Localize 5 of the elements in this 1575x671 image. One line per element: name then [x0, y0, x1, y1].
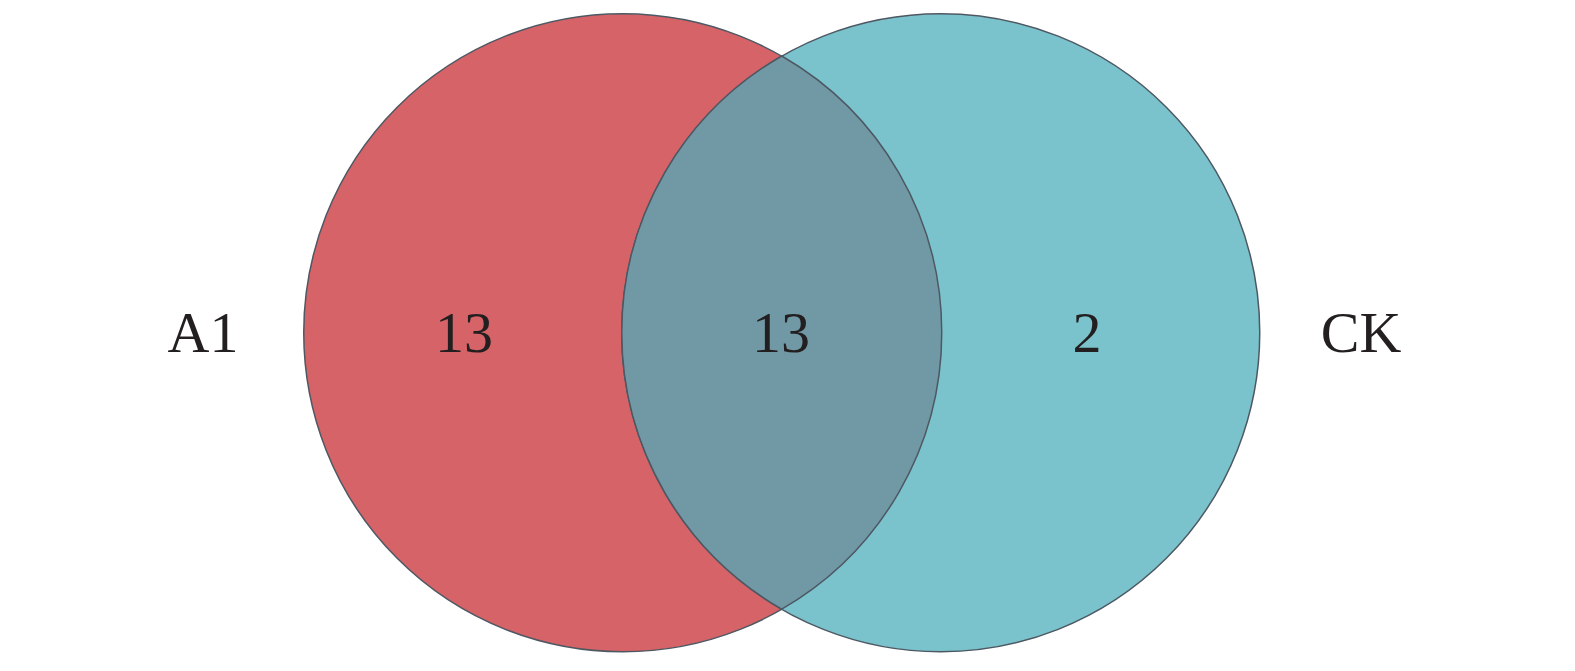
region-count: 2 [1072, 304, 1102, 362]
region-count: 13 [752, 304, 810, 362]
set-name: A1 [167, 304, 239, 362]
set-name: CK [1320, 304, 1402, 362]
region-count: 13 [435, 304, 493, 362]
